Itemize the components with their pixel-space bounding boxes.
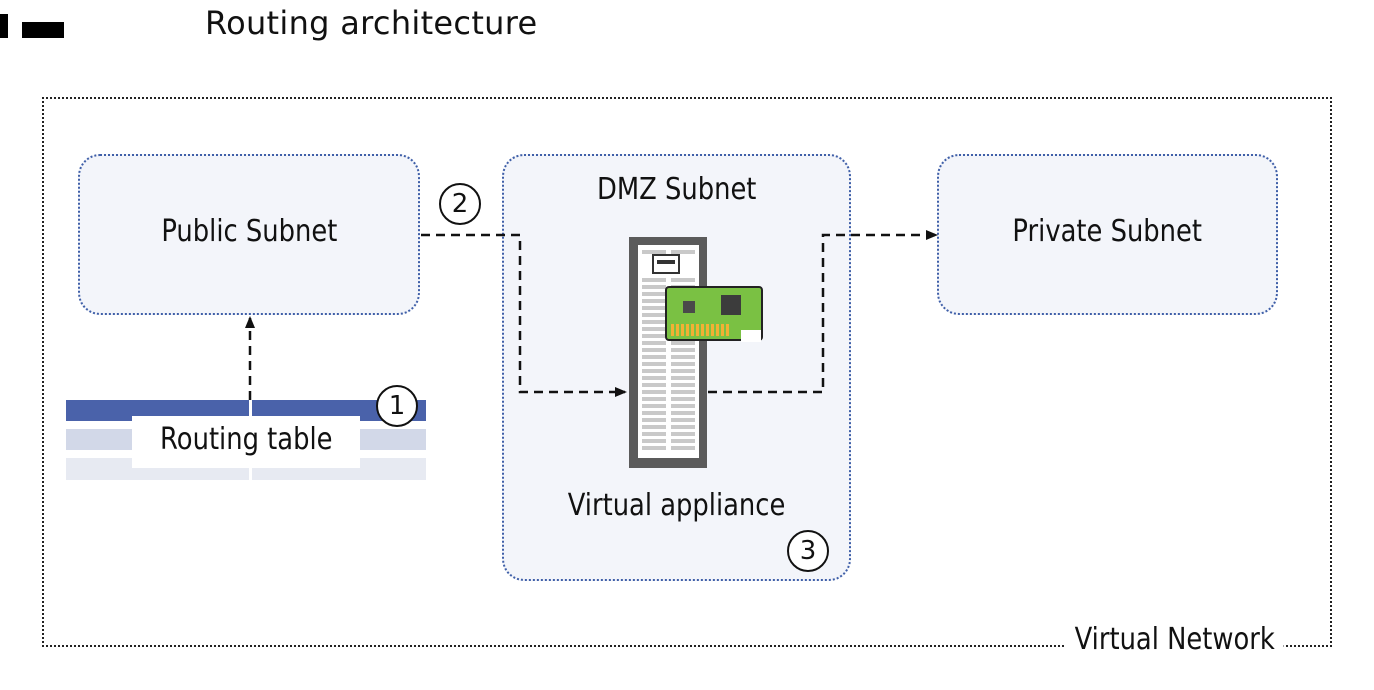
server-slot: [642, 348, 666, 352]
server-slot: [642, 306, 666, 310]
step-marker-3: 3: [787, 530, 829, 572]
dmz-subnet-label: DMZ Subnet: [596, 172, 757, 207]
virtual-network-label: Virtual Network: [1066, 622, 1284, 657]
server-slot: [671, 439, 695, 443]
public-subnet[interactable]: Public Subnet: [78, 154, 420, 315]
routing-table-label: Routing table: [159, 422, 333, 457]
server-slot: [642, 278, 666, 282]
server-slot: [642, 299, 666, 303]
server-slot: [642, 355, 666, 359]
server-slot: [671, 418, 695, 422]
server-slot: [642, 285, 666, 289]
server-slot: [642, 369, 666, 373]
server-slot: [642, 250, 666, 254]
step-marker-1: 1: [376, 385, 418, 427]
server-slot: [671, 369, 695, 373]
server-slot: [642, 376, 666, 380]
private-subnet[interactable]: Private Subnet: [937, 154, 1278, 315]
server-slot: [642, 432, 666, 436]
server-slot: [671, 404, 695, 408]
server-slot: [642, 411, 666, 415]
server-slot: [671, 376, 695, 380]
server-slot: [642, 446, 666, 450]
arrow-public-to-appliance: [421, 233, 627, 397]
server-slot: [671, 397, 695, 401]
server-slot: [642, 362, 666, 366]
network-card-icon: [665, 286, 763, 342]
server-slot: [671, 383, 695, 387]
server-slot: [671, 250, 695, 254]
page-title: Routing architecture: [205, 4, 538, 42]
server-slot: [671, 341, 695, 345]
server-slot: [642, 320, 666, 324]
routing-table-header-row: [66, 400, 426, 421]
server-slot: [642, 404, 666, 408]
step-marker-2: 2: [439, 183, 481, 225]
routing-table[interactable]: Routing table: [66, 400, 426, 481]
server-slot: [671, 432, 695, 436]
server-slot: [642, 418, 666, 422]
server-slot: [671, 355, 695, 359]
server-slot: [642, 292, 666, 296]
virtual-network-boundary: [42, 97, 1332, 647]
server-slot: [642, 425, 666, 429]
server-slot: [671, 390, 695, 394]
server-slot: [642, 341, 666, 345]
server-slot: [671, 411, 695, 415]
server-slot: [642, 397, 666, 401]
virtual-appliance-label: Virtual appliance: [567, 488, 786, 523]
server-slot: [671, 362, 695, 366]
server-slot: [642, 439, 666, 443]
server-slot: [671, 446, 695, 450]
server-slot: [671, 425, 695, 429]
server-slot: [642, 390, 666, 394]
private-subnet-label: Private Subnet: [1012, 214, 1203, 249]
server-slot: [671, 348, 695, 352]
server-slot: [642, 327, 666, 331]
server-slot: [642, 334, 666, 338]
public-subnet-label: Public Subnet: [160, 214, 338, 249]
server-appliance-icon: [629, 237, 707, 468]
server-slot: [642, 313, 666, 317]
server-slot: [642, 383, 666, 387]
server-slot: [671, 278, 695, 282]
corner-logo-icon: [0, 14, 64, 38]
dmz-subnet[interactable]: DMZ Subnet Virtual appliance: [502, 154, 851, 581]
